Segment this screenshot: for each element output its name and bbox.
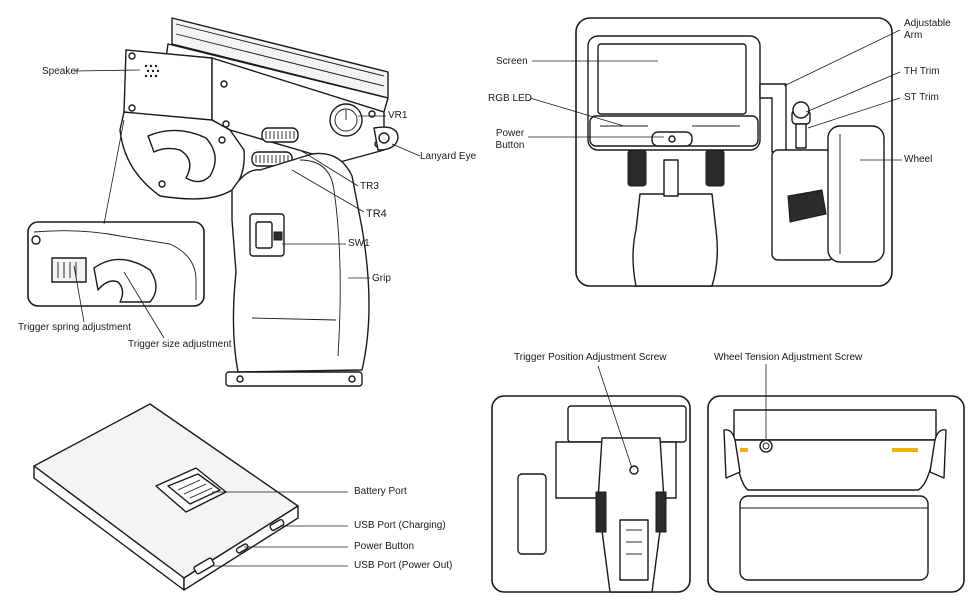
label-trigger-spring: Trigger spring adjustment [18, 322, 132, 333]
trigger-position-frame [491, 395, 691, 593]
label-tr3: TR3 [360, 181, 379, 192]
label-battery-port: Battery Port [354, 486, 407, 497]
speaker-grille [144, 64, 160, 78]
label-sw1: SW1 [348, 238, 370, 249]
label-power-button-line2: Button [495, 140, 525, 151]
label-wheel: Wheel [904, 154, 933, 165]
label-usb-power-out: USB Port (Power Out) [354, 560, 453, 571]
label-th-trim: TH Trim [904, 66, 940, 77]
label-adjustable-arm-line2: Arm [904, 30, 923, 41]
battery-pack [33, 403, 299, 591]
label-power-button-line1: Power [495, 128, 525, 139]
label-tr4: TR4 [366, 208, 387, 220]
transmitter-side-view [119, 17, 399, 387]
label-battery-power-button: Power Button [354, 541, 415, 552]
leader-lines-front [528, 29, 902, 161]
trigger-detail-inset [27, 119, 205, 307]
label-trigger-position-screw: Trigger Position Adjustment Screw [514, 352, 667, 363]
front-view-frame [575, 17, 893, 287]
label-usb-charging: USB Port (Charging) [354, 520, 446, 531]
label-trigger-size: Trigger size adjustment [128, 339, 232, 350]
label-st-trim: ST Trim [904, 92, 939, 103]
label-adjustable-arm-line1: Adjustable [904, 18, 951, 29]
leader-lines-side [73, 69, 421, 339]
label-rgb-led: RGB LED [488, 93, 532, 104]
leader-lines-battery [212, 491, 348, 567]
wheel-tension-frame [707, 395, 965, 593]
label-lanyard-eye: Lanyard Eye [420, 151, 477, 162]
label-grip: Grip [372, 273, 391, 284]
label-power-button: Power Button [492, 128, 528, 152]
label-screen: Screen [496, 56, 528, 67]
label-speaker: Speaker [42, 66, 80, 77]
label-wheel-tension-screw: Wheel Tension Adjustment Screw [714, 352, 863, 363]
trim-tr3 [261, 127, 299, 143]
label-adjustable-arm: Adjustable Arm [904, 18, 951, 42]
label-vr1: VR1 [388, 110, 408, 121]
